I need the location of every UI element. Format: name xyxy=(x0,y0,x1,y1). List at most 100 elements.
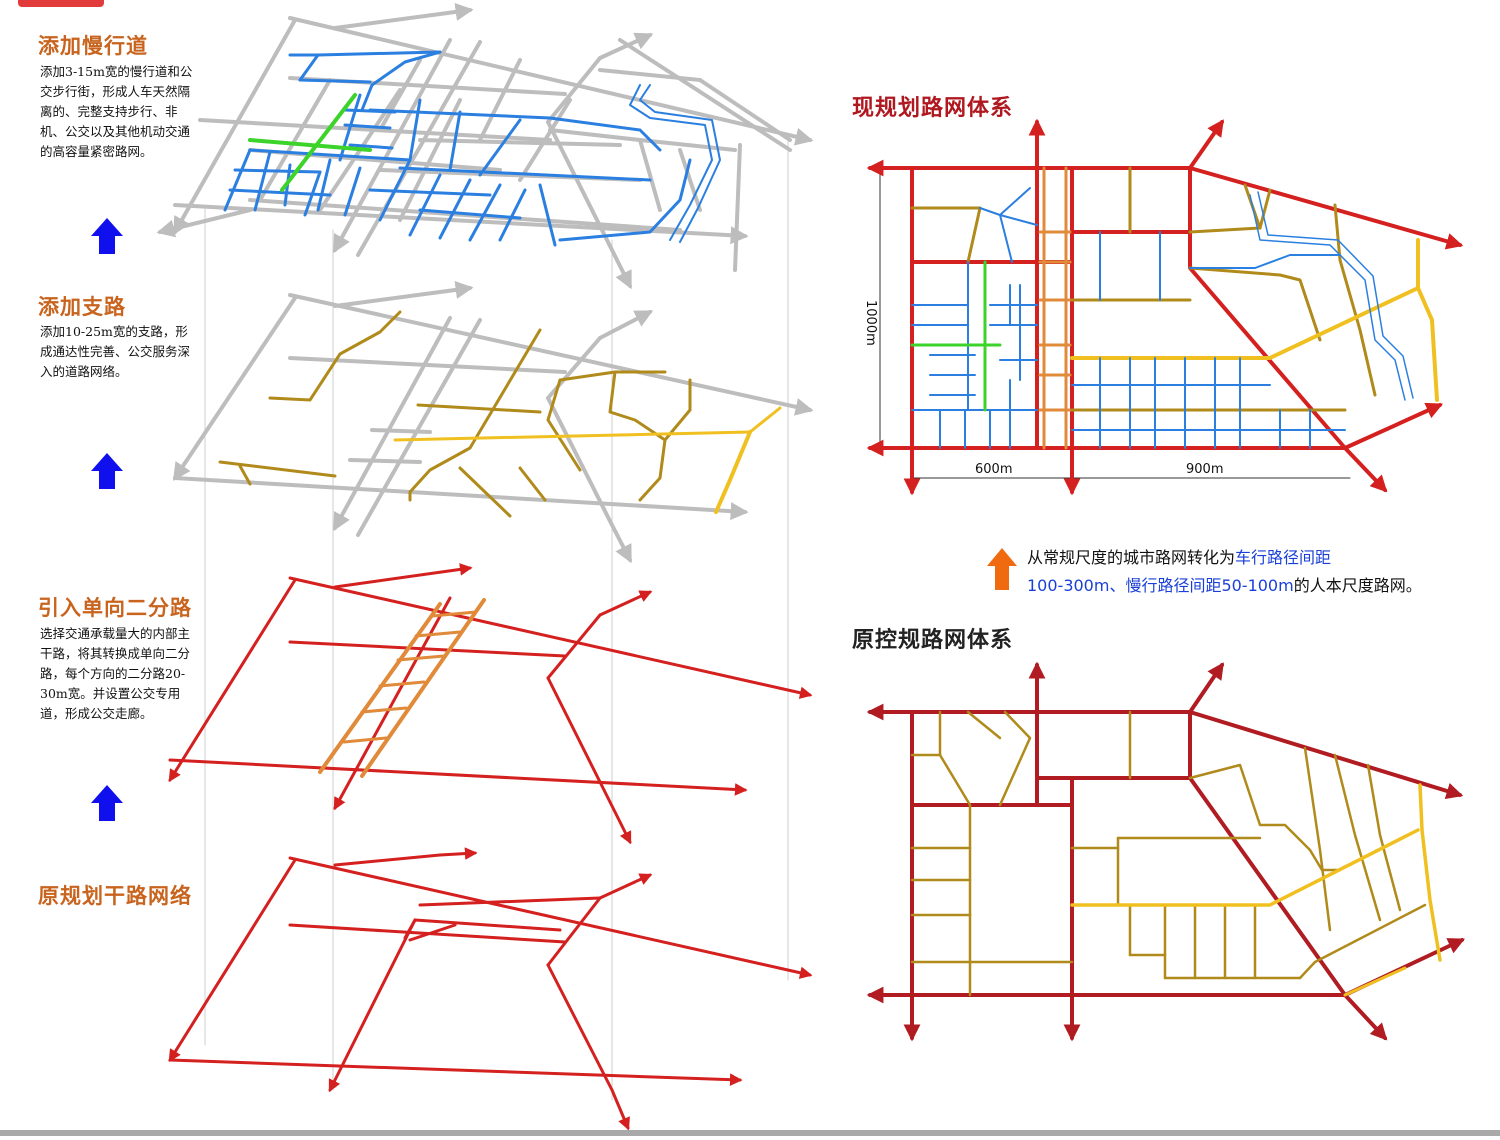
slow-road xyxy=(498,188,527,242)
branch-road xyxy=(966,206,982,264)
slow-road xyxy=(368,188,492,197)
branch-road xyxy=(416,403,542,414)
branch-road xyxy=(966,710,1002,740)
branch-road-major xyxy=(714,430,752,514)
bottom-divider xyxy=(0,1130,1500,1136)
base-road xyxy=(356,318,482,537)
base-road xyxy=(173,476,749,521)
base-road xyxy=(288,16,814,146)
slow-road xyxy=(468,183,502,242)
base-road xyxy=(173,296,297,481)
dim-vertical-label: 1000m xyxy=(863,300,878,346)
corner-tab xyxy=(18,0,104,7)
arterial-road xyxy=(288,856,813,979)
branch-road xyxy=(1188,226,1262,234)
slow-road xyxy=(343,166,362,217)
branch-road xyxy=(268,310,402,402)
arterial-road xyxy=(418,896,602,907)
arterial-road xyxy=(168,758,748,796)
base-road xyxy=(333,280,474,308)
arterial-road xyxy=(168,1058,743,1086)
one-way-rung xyxy=(430,610,478,618)
branch-road xyxy=(546,378,582,472)
arterial-road xyxy=(546,676,632,845)
base-road xyxy=(598,32,654,60)
slow-road xyxy=(223,148,252,212)
up-arrow-icon xyxy=(91,453,123,489)
branch-road-major xyxy=(748,406,782,434)
arterial-road xyxy=(333,853,442,867)
base-road xyxy=(333,38,452,254)
slow-road xyxy=(478,118,522,177)
slow-road xyxy=(408,98,422,162)
one-way-road xyxy=(318,602,442,774)
arterial-road xyxy=(598,873,653,900)
arterial-road xyxy=(168,858,297,1063)
slow-road xyxy=(298,78,372,84)
branch-road xyxy=(1258,188,1272,230)
slow-road xyxy=(316,158,332,212)
branch-road-major xyxy=(1418,783,1442,962)
slow-road xyxy=(233,168,322,174)
base-road xyxy=(546,56,602,124)
slow-road xyxy=(398,166,652,182)
branch-road xyxy=(518,466,547,502)
layer-desc-slow: 添加3-15m宽的慢行道和公交步行街，形成人车天然隔离的、完整支持步行、非机、公… xyxy=(40,64,193,159)
up-arrow-icon xyxy=(91,218,123,254)
one-way-road xyxy=(360,598,486,778)
branch-road-major xyxy=(1070,828,1420,907)
slow-road xyxy=(298,53,320,82)
branch-road-major xyxy=(1343,966,1407,997)
arterial-road xyxy=(1343,402,1444,450)
slow-road xyxy=(360,50,442,112)
one-way-rung xyxy=(360,706,408,714)
slow-road xyxy=(303,170,322,217)
branch-road xyxy=(218,460,337,478)
base-road xyxy=(546,120,632,290)
slow-road xyxy=(999,214,1013,263)
layer-arterial-network-map xyxy=(168,847,813,1131)
arterial-road xyxy=(403,918,417,940)
layer-branch-roads-map xyxy=(173,280,814,564)
branch-road xyxy=(458,466,512,518)
note-text-1: 从常规尺度的城市路网转化为 xyxy=(1027,548,1236,567)
arterial-road xyxy=(1188,166,1464,250)
base-road xyxy=(370,428,432,434)
layer-slow-roads-map xyxy=(156,2,814,290)
base-road xyxy=(348,458,422,464)
arterial-road xyxy=(413,918,562,932)
base-road xyxy=(698,78,792,142)
original-plan-map xyxy=(866,661,1466,1042)
branch-road xyxy=(1303,746,1332,932)
arterial-road xyxy=(598,590,653,617)
arterial-road xyxy=(1188,662,1224,714)
base-road xyxy=(638,138,737,152)
base-road xyxy=(173,18,297,236)
arterial-road xyxy=(168,578,297,783)
one-way-rung xyxy=(414,630,462,638)
step-arrows xyxy=(91,218,1017,821)
river-bank xyxy=(1257,191,1414,399)
slow-road xyxy=(538,183,557,247)
slow-road xyxy=(343,123,392,130)
base-road xyxy=(478,58,522,142)
river-bank xyxy=(629,84,713,241)
slow-road xyxy=(408,173,442,237)
branch-road-major xyxy=(1416,238,1439,402)
slow-road xyxy=(548,116,662,152)
arterial-road xyxy=(546,613,602,680)
branch-road xyxy=(663,378,692,442)
layer-title-branch: 添加支路 xyxy=(38,295,126,319)
arterial-road xyxy=(1188,119,1224,170)
base-road xyxy=(333,316,452,532)
slow-road xyxy=(979,187,1031,216)
branch-road xyxy=(1333,753,1382,922)
base-road xyxy=(156,208,252,238)
branch-road xyxy=(1366,763,1402,912)
green-street xyxy=(280,93,357,192)
branch-road xyxy=(938,753,972,807)
arterial-road xyxy=(1188,710,1464,800)
base-road xyxy=(618,38,792,152)
slow-road xyxy=(999,214,1038,226)
branch-road xyxy=(998,710,1032,807)
